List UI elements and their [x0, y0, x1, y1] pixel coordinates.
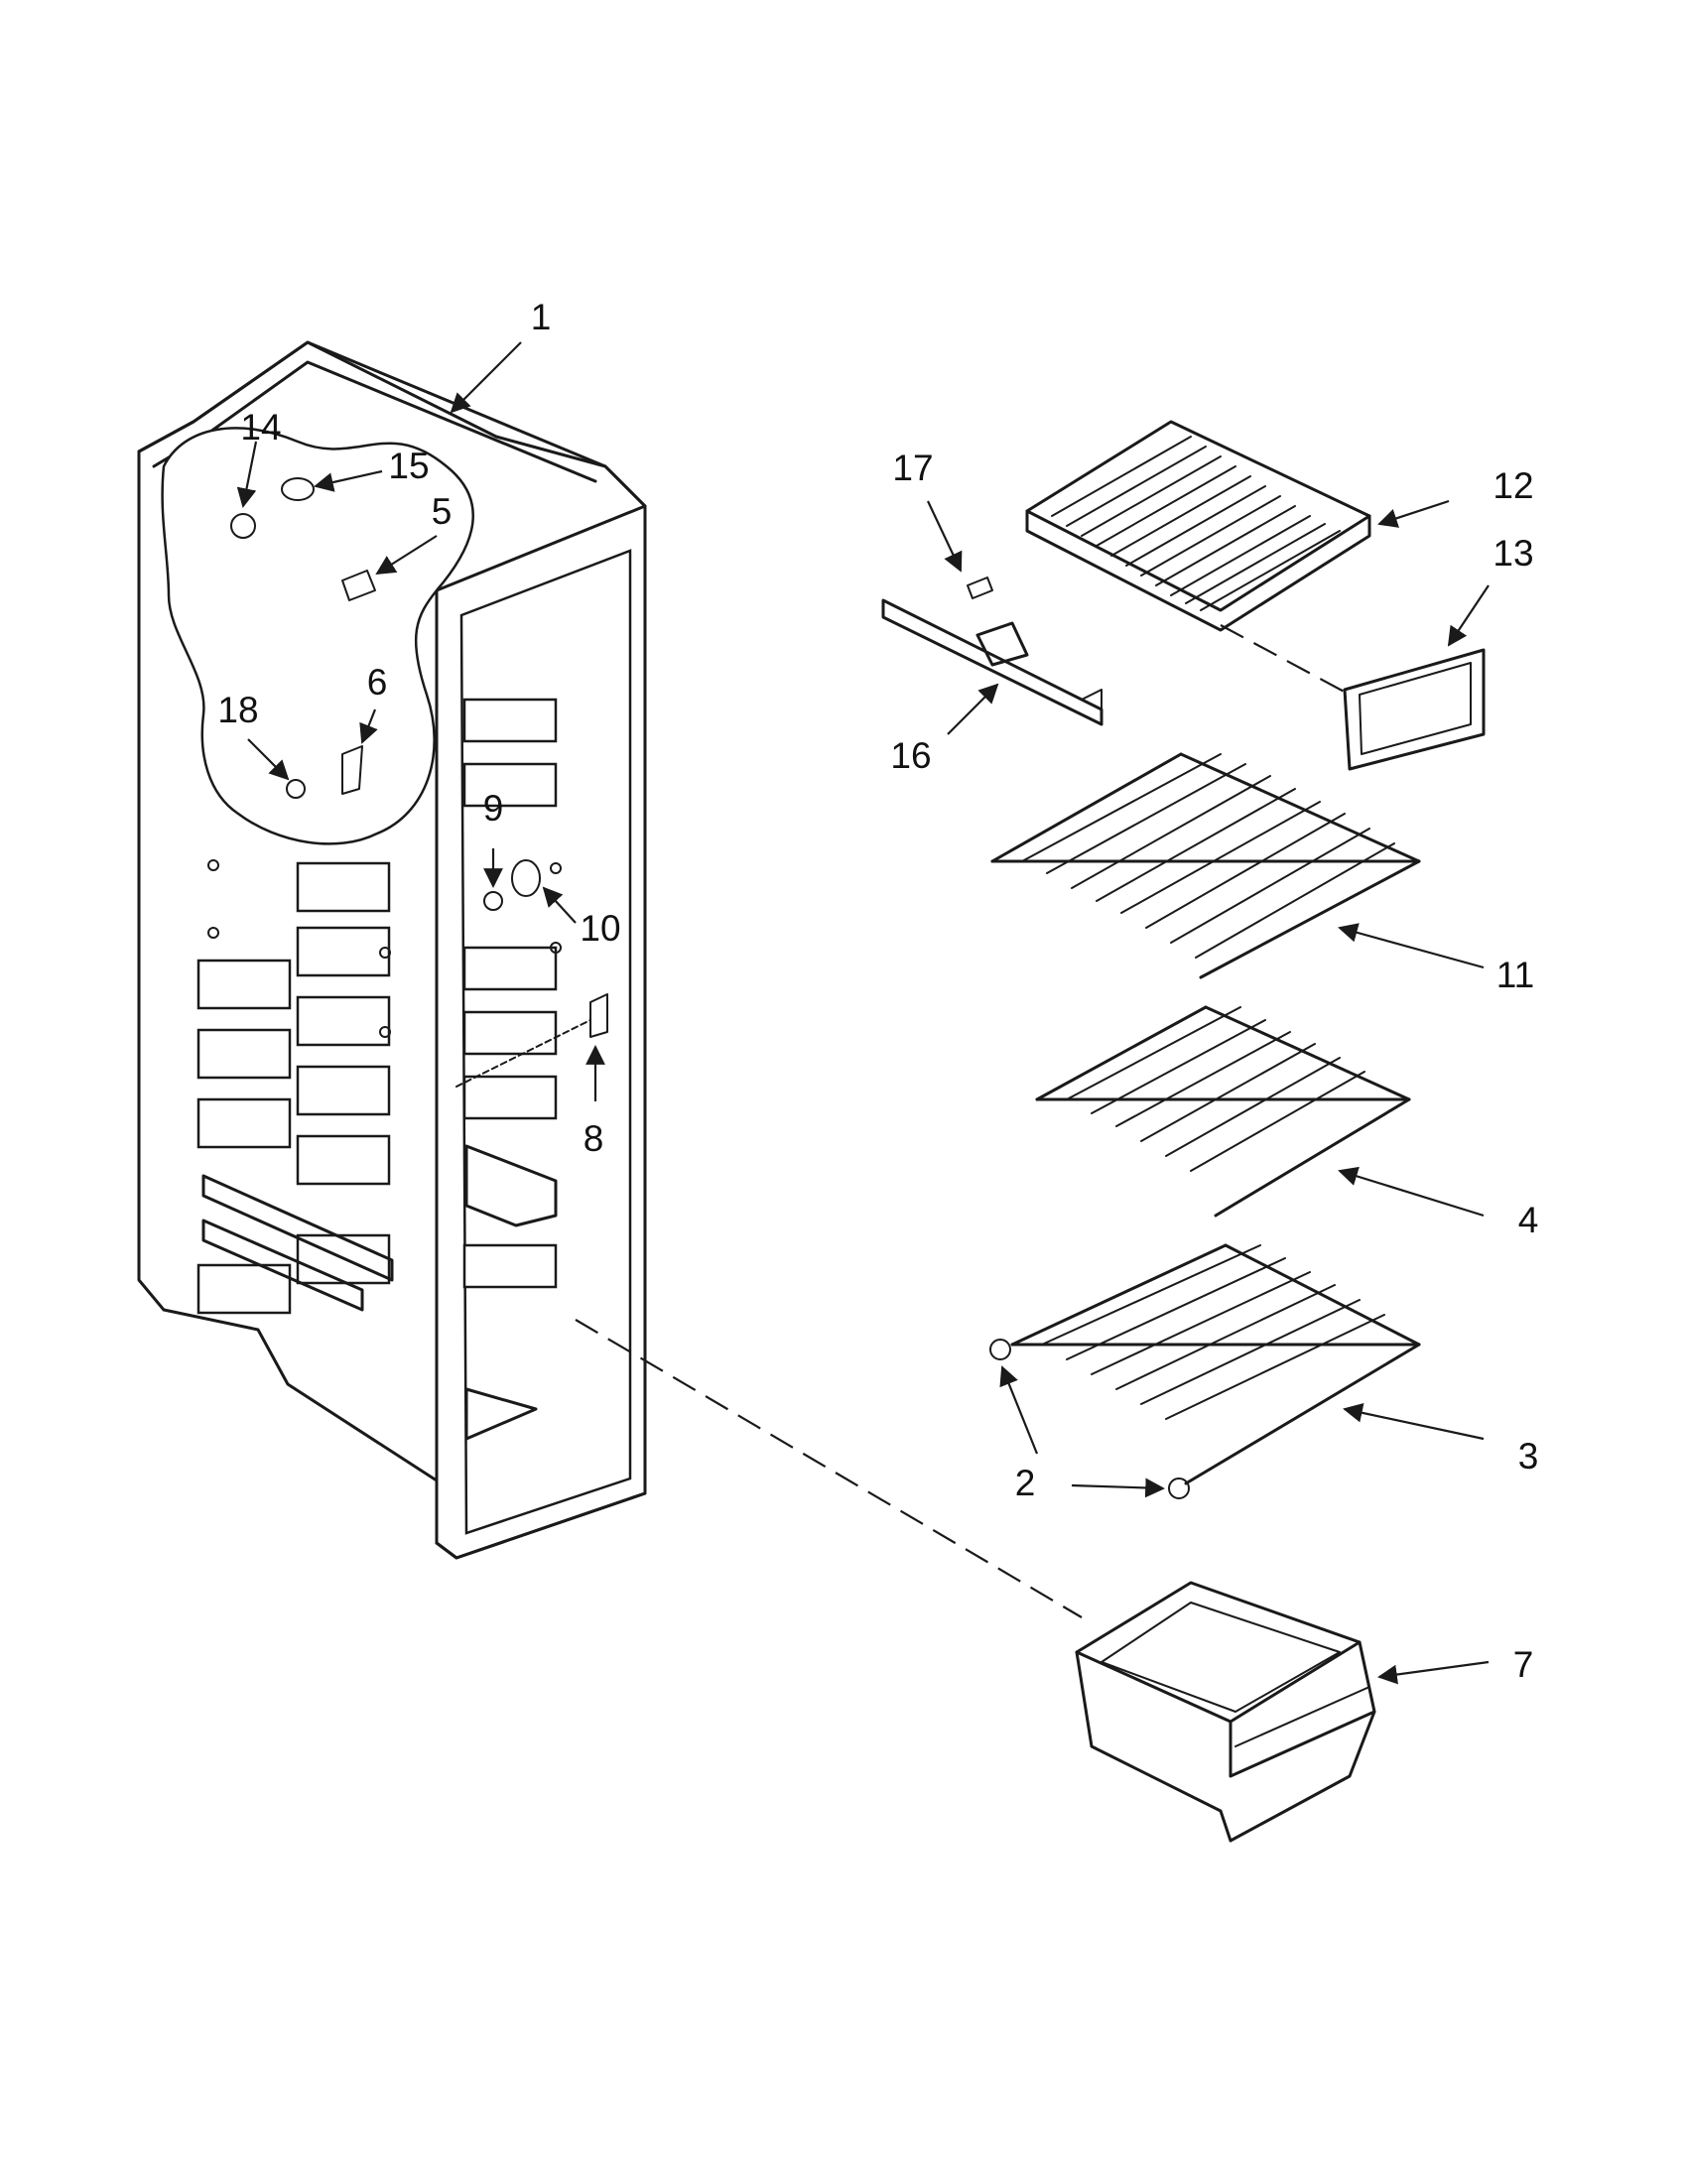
callout-13: 13	[1493, 533, 1533, 574]
callout-18: 18	[217, 690, 258, 730]
assembly-line-drawer	[575, 1319, 1083, 1618]
wire-shelf-lower	[989, 1243, 1421, 1499]
callout-4: 4	[1518, 1200, 1539, 1240]
callout-9: 9	[483, 788, 504, 829]
callout-11: 11	[1496, 955, 1534, 995]
callout-10: 10	[580, 908, 620, 949]
freezer-basket	[1075, 1581, 1376, 1843]
callout-3: 3	[1518, 1436, 1539, 1477]
callout-17: 17	[892, 448, 933, 488]
freezer-liner	[137, 340, 647, 1560]
callout-1: 1	[531, 297, 552, 337]
callout-15: 15	[388, 446, 429, 486]
shelf-bracket	[881, 577, 1104, 726]
leader-lines	[236, 341, 1490, 1685]
assembly-line-grille-front	[1220, 624, 1351, 696]
callout-2: 2	[1015, 1463, 1036, 1503]
callout-12: 12	[1493, 465, 1533, 506]
callout-8: 8	[584, 1118, 604, 1159]
callout-7: 7	[1513, 1644, 1534, 1685]
wire-shelf-middle	[1035, 1005, 1411, 1218]
callout-6: 6	[367, 662, 388, 703]
callout-5: 5	[432, 491, 453, 532]
wire-shelf-upper	[990, 752, 1421, 979]
ice-bin-shelf-grille	[1025, 420, 1371, 632]
callout-16: 16	[890, 735, 931, 776]
callout-14: 14	[240, 407, 281, 448]
grille-front-panel	[1343, 648, 1486, 771]
